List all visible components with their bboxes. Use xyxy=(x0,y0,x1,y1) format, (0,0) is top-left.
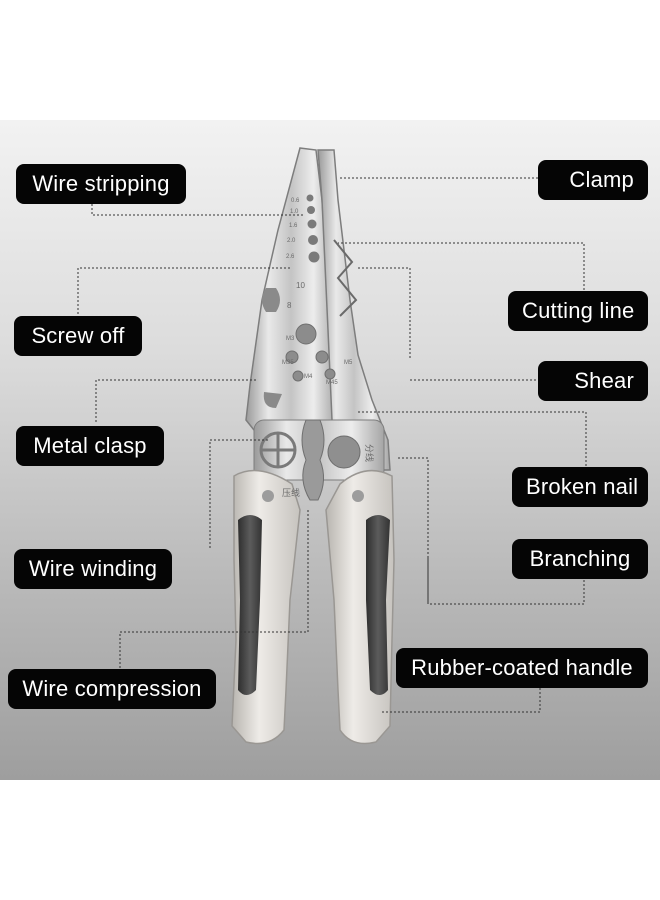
size-m35: M35 xyxy=(282,360,294,366)
branch-hole xyxy=(327,435,361,469)
label-shear: Shear xyxy=(538,361,648,401)
gauge-0-6: 0.6 xyxy=(291,198,300,204)
gauge-1-0: 1.0 xyxy=(290,209,299,215)
size-m45: M45 xyxy=(326,380,338,386)
wire-winding-cross xyxy=(259,431,297,469)
label-wire-stripping: Wire stripping xyxy=(16,164,186,204)
size-m3: M3 xyxy=(286,336,295,342)
right-jaw xyxy=(317,149,391,471)
branch-mark: 分线 xyxy=(364,444,375,462)
leader-lines xyxy=(77,177,587,713)
right-handle-grip xyxy=(366,515,390,695)
label-rubber-coated-handle: Rubber-coated handle xyxy=(396,648,648,688)
crimp-mark: 压线 xyxy=(282,487,300,498)
gauge-2-0: 2.0 xyxy=(287,238,296,244)
gauge-1-6: 1.6 xyxy=(289,223,298,229)
left-handle-grip xyxy=(238,515,262,695)
rivets xyxy=(262,490,364,502)
strip-holes xyxy=(306,194,320,263)
screw-holes xyxy=(285,323,336,382)
gauge-2-6: 2.6 xyxy=(286,254,295,260)
tool-markings: 0.6 1.0 1.6 2.0 2.6 10 8 M3 M35 M4 M45 M… xyxy=(282,198,375,498)
label-screw-off: Screw off xyxy=(14,316,142,356)
size-m5: M5 xyxy=(344,360,353,366)
size-8: 8 xyxy=(287,301,292,310)
size-m4: M4 xyxy=(304,374,313,380)
label-branching: Branching xyxy=(512,539,648,579)
label-wire-compression: Wire compression xyxy=(8,669,216,709)
label-wire-winding: Wire winding xyxy=(14,549,172,589)
label-cutting-line: Cutting line xyxy=(508,291,648,331)
size-10: 10 xyxy=(296,281,305,290)
label-broken-nail: Broken nail xyxy=(512,467,648,507)
label-clamp: Clamp xyxy=(538,160,648,200)
label-metal-clasp: Metal clasp xyxy=(16,426,164,466)
